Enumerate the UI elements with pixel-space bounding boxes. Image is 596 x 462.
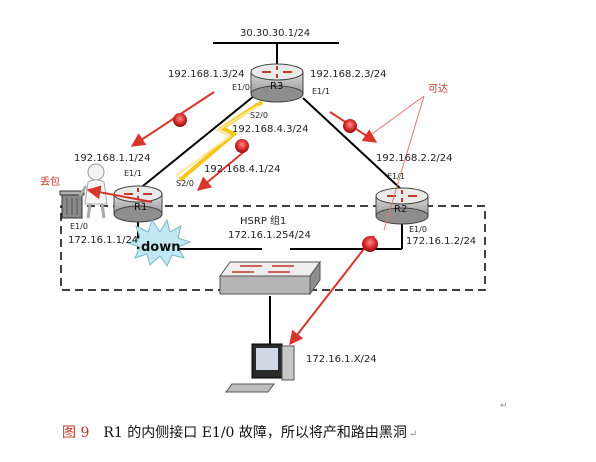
r2-e1-0-label: E1/0 [409, 225, 427, 234]
figure-caption: 图 9 R1 的内侧接口 E1/0 故障，所以将产和路由黑洞↵ [62, 422, 417, 442]
r1-s2-0-address: 192.168.4.1/24 [204, 164, 281, 175]
packet-dot-2 [235, 139, 249, 153]
traffic-arrow-r3-to-r1 [130, 91, 215, 147]
r1-e1-0-label: E1/0 [70, 222, 88, 231]
r1-name: R1 [134, 202, 147, 213]
r3-e1-1-address: 192.168.2.3/24 [310, 69, 387, 80]
hsrp-label: HSRP 组1 [240, 214, 286, 227]
r2-name: R2 [394, 204, 407, 215]
packet-dot-1 [173, 113, 187, 127]
r3-e1-0-address: 192.168.1.3/24 [168, 69, 245, 80]
r3-e1-0-label: E1/0 [232, 83, 250, 92]
drop-arrow [86, 185, 153, 203]
reachable-pointer-1 [371, 95, 425, 135]
router-r1: R1 [113, 185, 163, 223]
switch-icon [219, 260, 321, 296]
traffic-arrow-serial-to-r1 [196, 149, 247, 191]
reachable-pointer-2 [383, 95, 425, 231]
r2-e1-1-label: E1/1 [387, 172, 405, 181]
link-r3-r1 [137, 95, 255, 191]
r3-name: R3 [270, 81, 283, 92]
figure-number: 图 9 [62, 425, 90, 441]
serial-link-shadow [175, 105, 259, 177]
r1-e1-1-label: E1/1 [124, 169, 142, 178]
caption-text: R1 的内侧接口 E1/0 故障，所以将产和路由黑洞 [103, 425, 407, 441]
vip-address: 172.16.1.254/24 [228, 230, 311, 241]
down-label: down [141, 240, 181, 255]
r1-e1-1-address: 192.168.1.1/24 [74, 153, 151, 164]
r1-e1-0-address: 172.16.1.1/24 [68, 235, 138, 246]
router-r2: R2 [375, 187, 429, 225]
reachable-label: 可达 [428, 83, 448, 95]
router-r3: R3 [250, 63, 304, 103]
top-network-label: 30.30.30.1/24 [240, 28, 310, 39]
packet-dot-3 [343, 119, 357, 133]
caption-return-mark: ↵ [408, 429, 418, 440]
host-address: 172.16.1.X/24 [306, 354, 377, 365]
r2-e1-0-address: 172.16.1.2/24 [406, 236, 476, 247]
r2-e1-1-address: 192.168.2.2/24 [376, 153, 453, 164]
host-pc-icon [225, 343, 295, 393]
r3-s2-0-address: 192.168.4.3/24 [232, 124, 309, 135]
r3-e1-1-label: E1/1 [312, 87, 330, 96]
traffic-arrow-r2-to-host [289, 235, 375, 346]
trash-can-icon [59, 190, 85, 219]
packet-dot-4 [362, 236, 378, 252]
r1-s2-0-label: S2/0 [176, 179, 194, 188]
end-mark: ↵ [500, 401, 508, 411]
down-burst [126, 218, 192, 268]
r3-s2-0-label: S2/0 [250, 111, 268, 120]
link-r3-r2 [302, 97, 403, 191]
drop-label: 丢包 [40, 175, 60, 188]
